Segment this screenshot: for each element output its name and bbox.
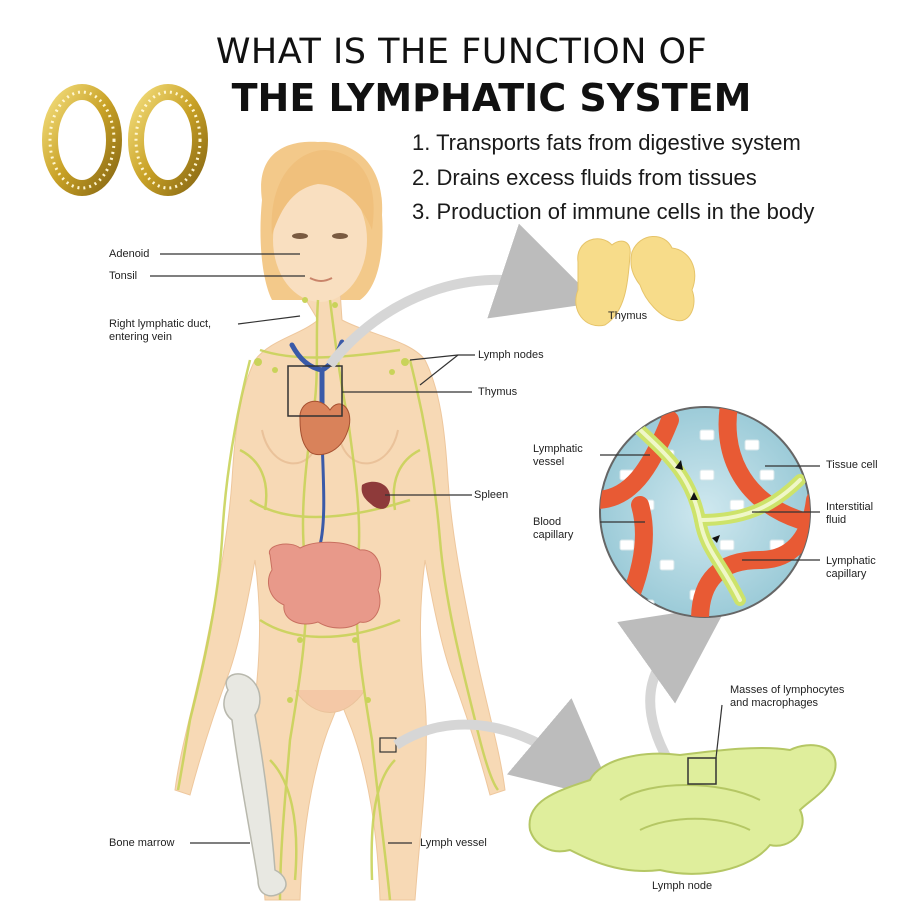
intestines (268, 541, 382, 629)
lymph-node-inset (528, 744, 837, 875)
tissue-circle (599, 406, 811, 618)
label-lymphatic-capillary-1: Lymphatic (826, 555, 876, 567)
leader-lines (150, 253, 820, 844)
title-line-2: THE LYMPHATIC SYSTEM (231, 76, 752, 120)
body-figure (174, 141, 506, 901)
label-lymph-node: Lymph node (652, 880, 713, 892)
function-item-1: 1. Transports fats from digestive system (412, 130, 801, 155)
label-masses-2: and macrophages (730, 697, 819, 709)
label-interstitial-2: fluid (826, 514, 847, 526)
label-adenoid: Adenoid (109, 248, 150, 260)
function-item-2: 2. Drains excess fluids from tissues (412, 165, 757, 190)
label-right-duct-1: Right lymphatic duct, (109, 318, 212, 330)
arrow-to-circle (617, 604, 728, 763)
arrow-to-node (393, 698, 616, 801)
label-blood-capillary-2: capillary (533, 529, 574, 541)
label-bone-marrow: Bone marrow (109, 837, 175, 849)
label-tonsil: Tonsil (109, 270, 138, 282)
label-thymus: Thymus (478, 386, 518, 398)
heart (299, 400, 351, 456)
label-spleen: Spleen (474, 489, 509, 501)
label-lymph-nodes: Lymph nodes (478, 349, 544, 361)
thymus-box (287, 365, 343, 417)
label-blood-capillary-1: Blood (533, 516, 562, 528)
title-line-1: WHAT IS THE FUNCTION OF (215, 32, 708, 72)
earrings-icon (42, 84, 208, 196)
lymph-nodes (254, 297, 409, 703)
label-lymphatic-capillary-2: capillary (826, 568, 867, 580)
label-lymphatic-vessel-1: Lymphatic (533, 443, 583, 455)
label-masses-1: Masses of lymphocytes (730, 684, 845, 696)
femur-bone (223, 673, 287, 897)
label-thymus-inset: Thymus (608, 310, 648, 322)
spleen (361, 481, 391, 509)
arrow-to-thymus (326, 223, 598, 369)
function-item-3: 3. Production of immune cells in the bod… (412, 199, 815, 224)
label-lymphatic-vessel-2: vessel (533, 456, 565, 468)
label-right-duct-2: entering vein (109, 331, 172, 343)
label-tissue-cell: Tissue cell (826, 459, 878, 471)
label-lymph-vessel: Lymph vessel (420, 837, 487, 849)
thymus-inset (575, 236, 696, 327)
label-interstitial-1: Interstitial (826, 501, 874, 513)
